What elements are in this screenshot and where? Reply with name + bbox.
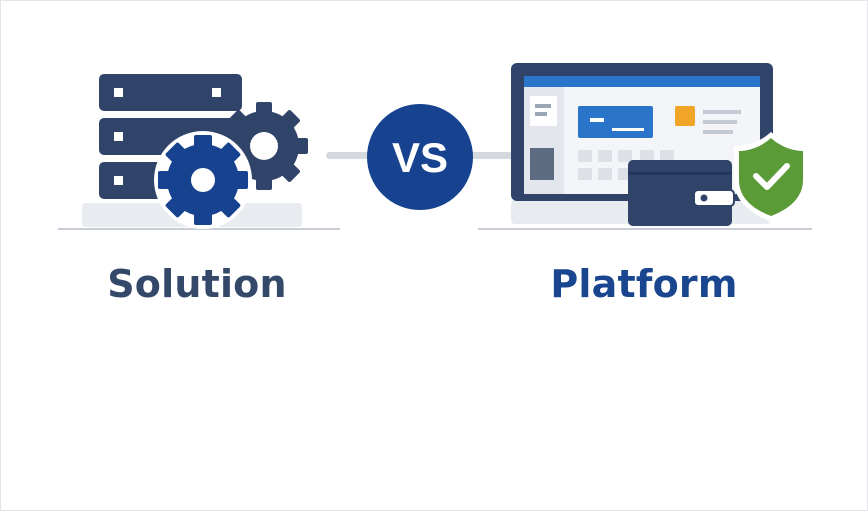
vs-badge: VS xyxy=(367,104,473,210)
shield-check-icon xyxy=(734,132,808,222)
monitor-with-shield-icon xyxy=(478,63,812,230)
gear-icon xyxy=(158,135,248,225)
wallet-icon xyxy=(628,160,735,226)
vs-connector xyxy=(326,152,514,159)
comparison-illustration: VS xyxy=(58,63,812,230)
server-with-gears-icon xyxy=(58,74,340,230)
platform-label: Platform xyxy=(550,262,738,306)
vs-label: VS xyxy=(392,134,448,181)
solution-label: Solution xyxy=(107,262,287,306)
